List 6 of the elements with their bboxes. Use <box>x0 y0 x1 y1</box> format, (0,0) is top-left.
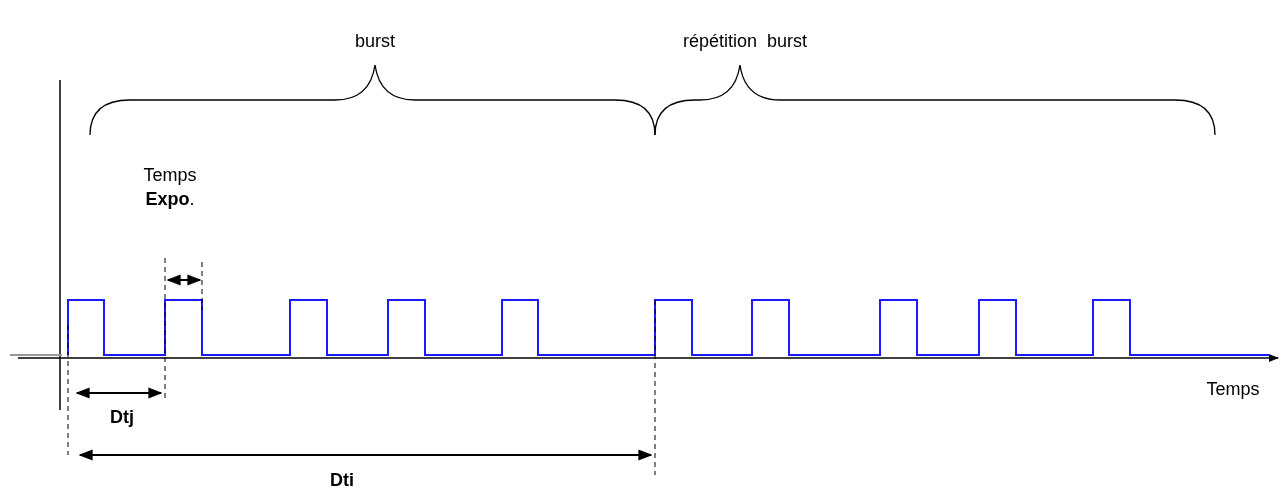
exposure-time-label: Temps Expo. <box>142 164 198 211</box>
dimension-label: Dtj <box>109 406 135 429</box>
dimension-label: Dti <box>329 469 355 488</box>
brace-label: burst <box>354 30 396 53</box>
brace-label: répétition burst <box>681 30 809 53</box>
axis-label: Temps <box>1205 378 1261 401</box>
